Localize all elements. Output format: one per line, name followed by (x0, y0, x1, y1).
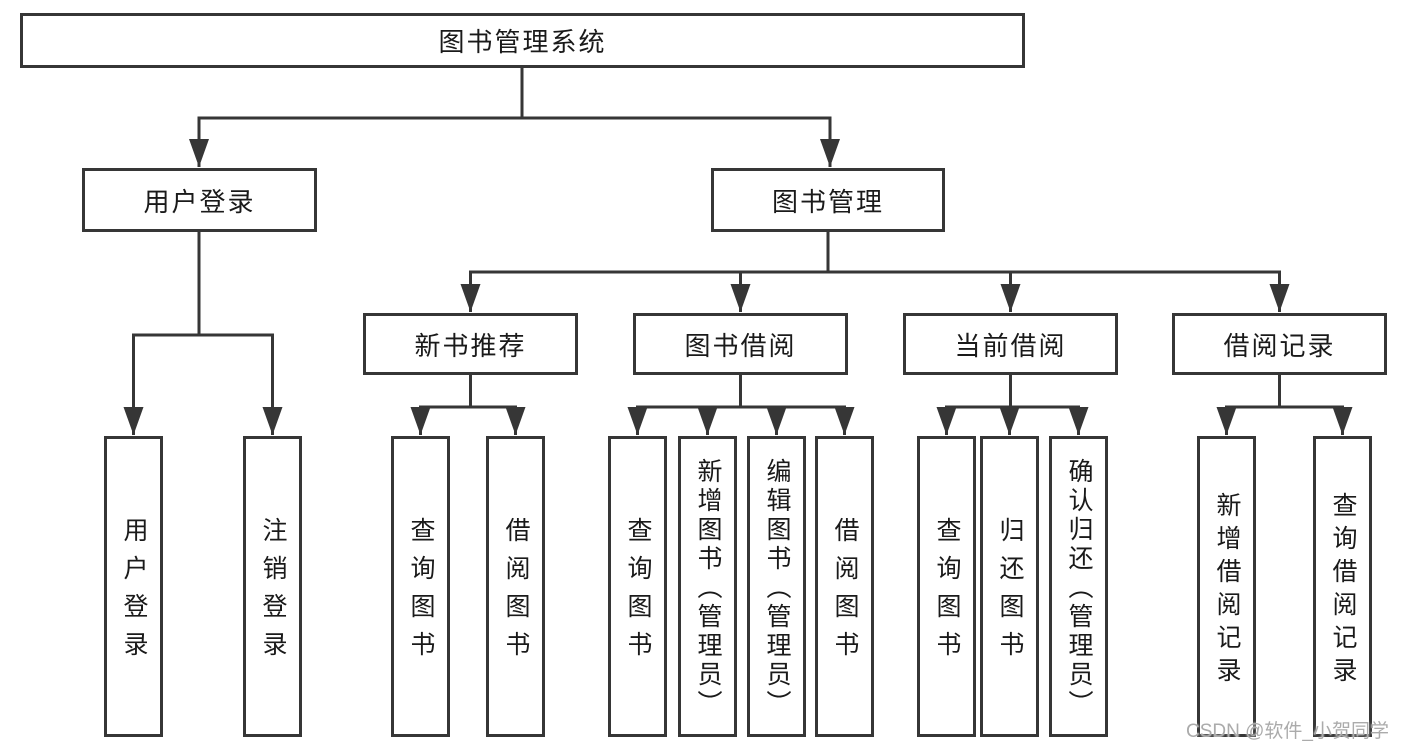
node-library-system: 图书管理系统 (20, 13, 1025, 68)
node-user-login-label: 用户登录 (143, 186, 256, 217)
leaf-logout-label: 注销登录 (259, 517, 287, 669)
leaf-query-books-recommend-label: 查询图书 (407, 517, 435, 669)
node-user-login: 用户登录 (82, 168, 317, 232)
leaf-query-borrow-record-label: 查询借阅记录 (1329, 491, 1357, 690)
node-book-borrow: 图书借阅 (633, 313, 848, 375)
leaf-return-books: 归还图书 (980, 436, 1039, 737)
leaf-add-books-admin-label: 新增图书（管理员） (694, 458, 722, 719)
leaf-confirm-return-admin-label: 确认归还（管理员） (1065, 458, 1093, 719)
leaf-query-books-recommend: 查询图书 (391, 436, 450, 737)
leaf-logout: 注销登录 (243, 436, 302, 737)
node-borrow-records-label: 借阅记录 (1223, 330, 1336, 361)
leaf-borrow-books: 借阅图书 (815, 436, 874, 737)
leaf-add-borrow-record-label: 新增借阅记录 (1213, 491, 1241, 690)
leaf-confirm-return-admin: 确认归还（管理员） (1049, 436, 1108, 737)
csdn-watermark: CSDN @软件_小贺同学 (1186, 721, 1389, 742)
node-book-management: 图书管理 (711, 168, 945, 232)
leaf-query-books-current: 查询图书 (917, 436, 976, 737)
leaf-add-borrow-record: 新增借阅记录 (1197, 436, 1256, 737)
leaf-add-books-admin: 新增图书（管理员） (678, 436, 737, 737)
leaf-query-borrow-record: 查询借阅记录 (1313, 436, 1372, 737)
node-library-system-label: 图书管理系统 (438, 27, 607, 57)
leaf-query-books-current-label: 查询图书 (933, 517, 961, 669)
node-current-borrow-label: 当前借阅 (954, 330, 1067, 361)
leaf-borrow-books-label: 借阅图书 (831, 517, 859, 669)
leaf-borrow-books-recommend: 借阅图书 (486, 436, 545, 737)
node-book-management-label: 图书管理 (771, 186, 884, 217)
leaf-edit-books-admin: 编辑图书（管理员） (747, 436, 806, 737)
node-new-book-recommend: 新书推荐 (363, 313, 578, 375)
leaf-return-books-label: 归还图书 (996, 517, 1024, 669)
leaf-query-books-borrow-label: 查询图书 (624, 517, 652, 669)
leaf-borrow-books-recommend-label: 借阅图书 (502, 517, 530, 669)
leaf-user-login: 用户登录 (104, 436, 163, 737)
leaf-query-books-borrow: 查询图书 (608, 436, 667, 737)
node-borrow-records: 借阅记录 (1172, 313, 1387, 375)
node-new-book-recommend-label: 新书推荐 (414, 330, 527, 361)
leaf-edit-books-admin-label: 编辑图书（管理员） (763, 458, 791, 719)
node-book-borrow-label: 图书借阅 (684, 330, 797, 361)
node-current-borrow: 当前借阅 (903, 313, 1118, 375)
leaf-user-login-label: 用户登录 (120, 517, 148, 669)
